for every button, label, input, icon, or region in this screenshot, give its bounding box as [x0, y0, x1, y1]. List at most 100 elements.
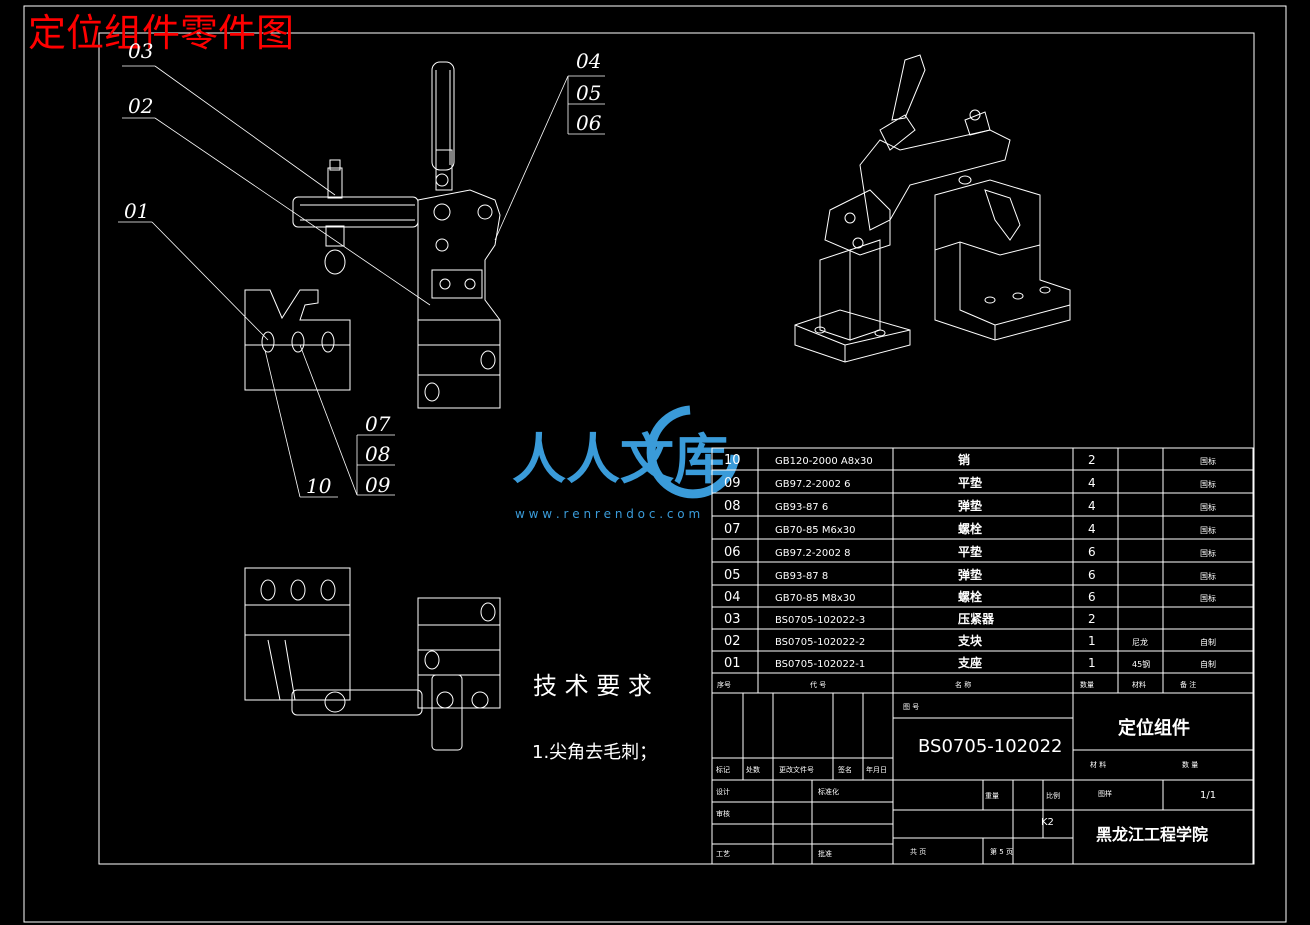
part-name: 弹垫	[958, 498, 982, 513]
part-qty: 4	[1088, 476, 1096, 490]
title-label-shuliang: 数 量	[1182, 760, 1198, 769]
title-block	[711, 692, 1254, 865]
part-note: 国标	[1200, 502, 1216, 512]
scale-value: 1/1	[1200, 790, 1216, 801]
part-code: GB93-87 6	[775, 502, 828, 513]
parts-header-note: 备 注	[1180, 680, 1196, 689]
parts-rows: 10 GB120-2000 A8x30 销 2 国标 09 GB97.2-2002 6 平垫 4…	[724, 452, 1216, 671]
part-note: 自制	[1200, 637, 1216, 647]
title-label-sheji: 设计	[716, 787, 730, 796]
part-code: GB97.2-2002 6	[775, 479, 850, 490]
part-qty: 6	[1088, 545, 1096, 559]
part-no: 05	[724, 568, 741, 583]
title-label-cailiao: 材 料	[1090, 760, 1106, 769]
part-no: 01	[724, 656, 741, 671]
part-note: 自制	[1200, 659, 1216, 669]
callout-01: 01	[124, 199, 149, 223]
title-label-gengai: 更改文件号	[779, 765, 814, 774]
part-name: 销	[958, 452, 970, 467]
part-no: 02	[724, 634, 741, 649]
part-code: BS0705-102022-1	[775, 659, 865, 670]
part-note: 国标	[1200, 548, 1216, 558]
part-no: 10	[724, 453, 741, 468]
part-note: 国标	[1200, 571, 1216, 581]
title-label-riqi: 年月日	[866, 765, 887, 774]
part-code: BS0705-102022-3	[775, 615, 865, 626]
sheet-number: 第 5 页	[990, 847, 1013, 856]
callout-10: 10	[306, 474, 332, 498]
drawing-number: BS0705-102022	[918, 736, 1062, 757]
watermark-url: w w w . r e n r e n d o c . c o m	[515, 507, 700, 521]
part-qty: 2	[1088, 453, 1096, 467]
part-name: 平垫	[958, 544, 982, 559]
callout-07: 07	[365, 412, 391, 436]
part-no: 03	[724, 612, 741, 627]
part-code: GB97.2-2002 8	[775, 548, 850, 559]
part-name: 平垫	[958, 475, 982, 490]
parts-header-name: 名 称	[955, 680, 971, 689]
part-note: 国标	[1200, 456, 1216, 466]
part-code: GB70-85 M8x30	[775, 593, 855, 604]
watermark-brand: 人人文库	[512, 428, 728, 491]
title-label-shenhe: 审核	[716, 809, 730, 818]
leader-lines	[118, 65, 605, 498]
mark-value: K2	[1041, 817, 1054, 828]
part-qty: 1	[1088, 656, 1096, 670]
callout-04: 04	[576, 49, 601, 73]
part-note: 国标	[1200, 479, 1216, 489]
part-note: 国标	[1200, 525, 1216, 535]
title-label-chushu: 处数	[746, 765, 760, 774]
part-code: BS0705-102022-2	[775, 637, 865, 648]
watermark-logo-icon	[646, 405, 740, 499]
parts-header-material: 材料	[1132, 680, 1146, 689]
callout-06: 06	[576, 111, 602, 135]
tech-req-item-1: 1.尖角去毛刺；	[532, 742, 657, 763]
parts-header-no: 序号	[717, 680, 731, 689]
callout-09: 09	[365, 473, 391, 497]
callout-03: 03	[128, 39, 153, 63]
part-material: 尼龙	[1132, 637, 1148, 647]
part-name: 螺栓	[958, 521, 982, 536]
part-name: 支座	[957, 655, 982, 670]
part-name: 弹垫	[958, 567, 982, 582]
tech-req-heading: 技 术 要 求	[533, 672, 652, 700]
part-no: 07	[724, 522, 741, 537]
drawing-title: 定位组件零件图	[28, 11, 294, 55]
part-code: GB120-2000 A8x30	[775, 456, 873, 467]
part-name: 支块	[957, 633, 983, 648]
isometric-view	[794, 54, 1071, 363]
part-qty: 4	[1088, 522, 1096, 536]
title-label-zhongliang: 重量	[985, 792, 999, 800]
top-view	[244, 567, 501, 751]
parts-header-qty: 数量	[1080, 680, 1094, 689]
part-no: 04	[724, 590, 741, 605]
inner-border	[98, 32, 1255, 865]
title-label-bili: 比例	[1046, 791, 1060, 800]
part-no: 09	[724, 476, 741, 491]
title-label-gongyi: 工艺	[716, 850, 730, 858]
part-qty: 6	[1088, 590, 1096, 604]
part-qty: 6	[1088, 568, 1096, 582]
outer-border	[23, 5, 1287, 923]
part-qty: 2	[1088, 612, 1096, 626]
part-name: 压紧器	[958, 611, 995, 626]
part-qty: 4	[1088, 499, 1096, 513]
part-material: 45钢	[1132, 659, 1150, 669]
school-name: 黑龙江工程学院	[1096, 825, 1208, 844]
callout-02: 02	[128, 94, 153, 118]
part-name: 定位组件	[1118, 717, 1190, 739]
title-label-zhonglei: 图样	[1098, 789, 1112, 798]
part-code: GB70-85 M6x30	[775, 525, 855, 536]
title-label-qianming: 签名	[838, 765, 852, 774]
watermark: 人人文库 w w w . r e n r e n d o c . c o m	[512, 405, 740, 521]
part-no: 06	[724, 545, 741, 560]
title-label-biaoji: 标记	[716, 765, 730, 774]
part-note: 国标	[1200, 593, 1216, 603]
front-view	[244, 61, 501, 409]
part-code: GB93-87 8	[775, 571, 828, 582]
title-label-pizhun: 批准	[818, 849, 832, 858]
sheet-info: 共 页	[910, 847, 926, 856]
title-label-tuhao: 图 号	[903, 703, 919, 711]
callout-08: 08	[365, 442, 390, 466]
